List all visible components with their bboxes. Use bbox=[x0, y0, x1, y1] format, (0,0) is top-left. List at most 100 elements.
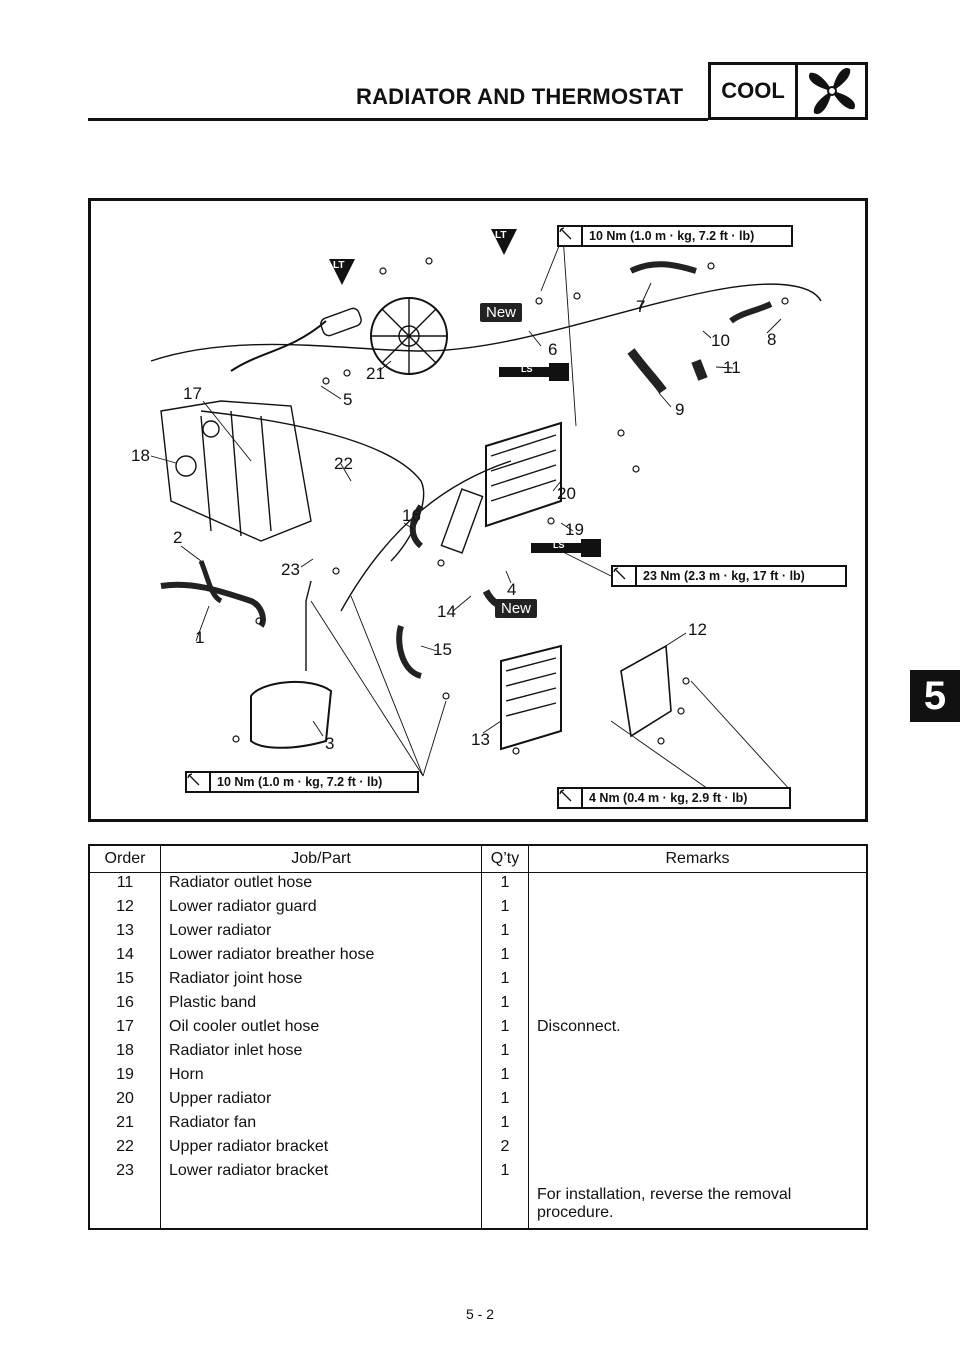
header-rule bbox=[88, 118, 708, 121]
qty-cell: 1 bbox=[481, 1089, 529, 1113]
torque-value: 10 Nm (1.0 m · kg, 7.2 ft · lb) bbox=[217, 775, 383, 789]
part-cell: Lower radiator bbox=[160, 921, 482, 945]
part-cell: Radiator fan bbox=[160, 1113, 482, 1137]
order-cell: 21 bbox=[89, 1113, 161, 1137]
torque-wrench-icon bbox=[559, 227, 583, 245]
remarks-cell bbox=[529, 1161, 868, 1185]
locktite-badge: LT bbox=[489, 227, 519, 255]
qty-cell: 1 bbox=[481, 1065, 529, 1089]
fan-icon bbox=[798, 65, 865, 117]
grease-label: LS bbox=[521, 364, 533, 374]
qty-cell: 1 bbox=[481, 921, 529, 945]
qty-cell: 1 bbox=[481, 1017, 529, 1041]
remarks-cell bbox=[529, 873, 868, 898]
order-cell: 13 bbox=[89, 921, 161, 945]
remarks-cell bbox=[529, 1137, 868, 1161]
callout-19: 19 bbox=[565, 520, 584, 539]
order-cell: 19 bbox=[89, 1065, 161, 1089]
part-cell: Plastic band bbox=[160, 993, 482, 1017]
torque-label-bottom-left: 10 Nm (1.0 m · kg, 7.2 ft · lb) bbox=[185, 771, 419, 793]
callout-16: 16 bbox=[402, 506, 421, 525]
torque-value: 23 Nm (2.3 m · kg, 17 ft · lb) bbox=[643, 569, 805, 583]
order-cell: 22 bbox=[89, 1137, 161, 1161]
part-cell: Oil cooler outlet hose bbox=[160, 1017, 482, 1041]
header-qty: Q’ty bbox=[481, 845, 529, 873]
callout-8: 8 bbox=[767, 330, 777, 349]
callout-6: 6 bbox=[548, 340, 558, 359]
callout-2: 2 bbox=[173, 528, 183, 547]
order-cell: 17 bbox=[89, 1017, 161, 1041]
torque-value: 4 Nm (0.4 m · kg, 2.9 ft · lb) bbox=[589, 791, 748, 805]
grease-label: LS bbox=[553, 540, 565, 550]
qty-cell: 1 bbox=[481, 993, 529, 1017]
torque-label-bottom-right: 4 Nm (0.4 m · kg, 2.9 ft · lb) bbox=[557, 787, 791, 809]
part-cell: Lower radiator breather hose bbox=[160, 945, 482, 969]
callout-7: 7 bbox=[636, 297, 646, 316]
qty-cell: 1 bbox=[481, 1041, 529, 1065]
remarks-cell bbox=[529, 993, 868, 1017]
callout-4: 4 bbox=[507, 580, 517, 599]
remarks-cell bbox=[529, 945, 868, 969]
qty-cell: 2 bbox=[481, 1137, 529, 1161]
remarks-cell bbox=[529, 1089, 868, 1113]
locktite-label: LT bbox=[495, 230, 507, 241]
table-header-row: Order Job/Part Q’ty Remarks bbox=[89, 845, 867, 873]
torque-label-top: 10 Nm (1.0 m · kg, 7.2 ft · lb) bbox=[557, 225, 793, 247]
callout-18: 18 bbox=[131, 446, 150, 465]
order-cell: 23 bbox=[89, 1161, 161, 1185]
order-cell: 12 bbox=[89, 897, 161, 921]
order-cell: 14 bbox=[89, 945, 161, 969]
exploded-parts-diagram: 10 Nm (1.0 m · kg, 7.2 ft · lb) 23 Nm (2… bbox=[88, 198, 868, 822]
qty-cell: 1 bbox=[481, 1113, 529, 1137]
qty-cell: 1 bbox=[481, 1161, 529, 1185]
remarks-cell bbox=[529, 969, 868, 993]
callout-5: 5 bbox=[343, 390, 353, 409]
new-part-badge: New bbox=[495, 599, 538, 618]
torque-value: 10 Nm (1.0 m · kg, 7.2 ft · lb) bbox=[589, 229, 755, 243]
callout-22: 22 bbox=[334, 454, 353, 473]
remarks-cell bbox=[529, 897, 868, 921]
page-title: RADIATOR AND THERMOSTAT bbox=[356, 84, 684, 109]
part-cell: Horn bbox=[160, 1065, 482, 1089]
order-cell: 15 bbox=[89, 969, 161, 993]
torque-wrench-icon bbox=[559, 789, 583, 807]
part-cell: Lower radiator bracket bbox=[160, 1161, 482, 1185]
page-number: 5 - 2 bbox=[465, 1306, 494, 1322]
remarks-cell bbox=[529, 921, 868, 945]
callout-12: 12 bbox=[688, 620, 707, 639]
diagram-drawing bbox=[150, 235, 822, 792]
callout-10: 10 bbox=[711, 331, 730, 350]
section-badge: COOL bbox=[708, 62, 868, 120]
remarks-cell: Disconnect. bbox=[537, 1018, 621, 1035]
torque-wrench-icon bbox=[187, 773, 211, 791]
table-row-footer: For installation, reverse the removal pr… bbox=[89, 1185, 867, 1229]
header-order: Order bbox=[89, 845, 161, 873]
callout-14: 14 bbox=[437, 602, 456, 621]
torque-wrench-icon bbox=[613, 567, 637, 585]
locktite-label: LT bbox=[333, 260, 345, 271]
part-cell: Lower radiator guard bbox=[160, 897, 482, 921]
order-cell: 11 bbox=[89, 872, 161, 897]
part-cell: Radiator outlet hose bbox=[160, 872, 482, 897]
locktite-badge: LT bbox=[327, 257, 357, 285]
chapter-tab: 5 bbox=[910, 670, 960, 722]
callout-13: 13 bbox=[471, 730, 490, 749]
order-cell: 20 bbox=[89, 1089, 161, 1113]
callout-21: 21 bbox=[366, 364, 385, 383]
callout-23: 23 bbox=[281, 560, 300, 579]
qty-cell: 1 bbox=[481, 897, 529, 921]
qty-cell: 1 bbox=[481, 872, 529, 897]
remarks-cell bbox=[529, 1113, 868, 1137]
callout-17: 17 bbox=[183, 384, 202, 403]
